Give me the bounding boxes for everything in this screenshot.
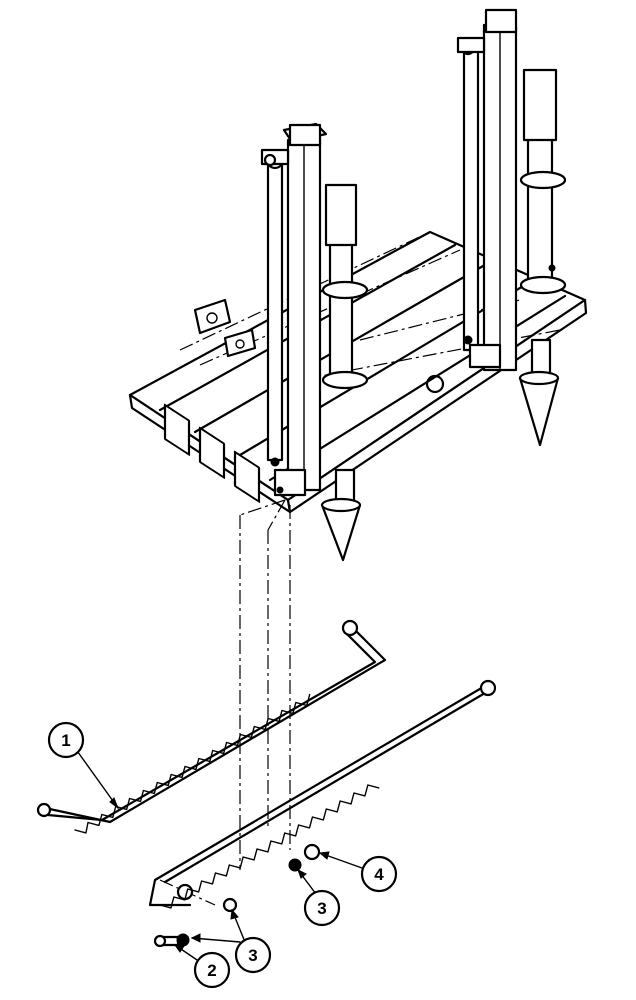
lock-washer bbox=[288, 858, 302, 872]
nut bbox=[303, 843, 321, 861]
callout-3-lower: 3 bbox=[190, 908, 272, 974]
callout-3b-label: 3 bbox=[317, 899, 326, 918]
base-frame bbox=[128, 230, 588, 514]
rack-bar-right bbox=[148, 679, 497, 909]
callout-4-label: 4 bbox=[374, 865, 384, 884]
callout-3a-label: 3 bbox=[248, 946, 257, 965]
lock-washer bbox=[176, 933, 190, 947]
rack-bar-left bbox=[36, 619, 387, 834]
callout-2: 2 bbox=[173, 944, 231, 989]
callout-3-right: 3 bbox=[297, 868, 341, 927]
callout-1: 1 bbox=[47, 721, 120, 810]
washer bbox=[222, 897, 238, 913]
callout-2-label: 2 bbox=[207, 961, 216, 980]
left-post-assembly bbox=[260, 122, 369, 562]
callout-4: 4 bbox=[318, 851, 398, 893]
right-post-assembly bbox=[456, 8, 567, 447]
callout-1-label: 1 bbox=[61, 731, 70, 750]
